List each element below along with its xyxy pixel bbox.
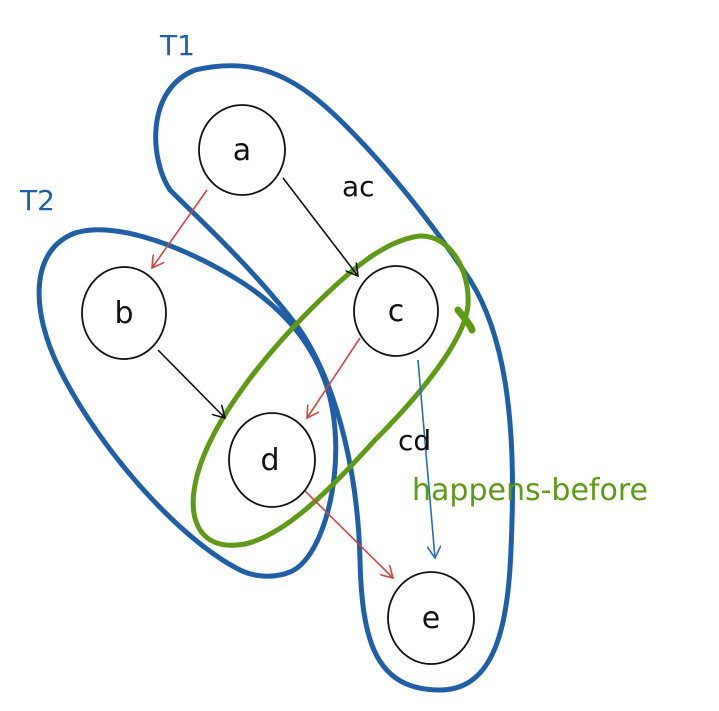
node-c: c — [353, 265, 439, 357]
node-a-label: a — [233, 133, 251, 168]
node-b: b — [81, 266, 167, 360]
edge-b-d — [157, 349, 225, 418]
thread-t2-label: T2 — [19, 184, 55, 217]
node-b-label: b — [114, 296, 133, 331]
node-e: e — [387, 571, 475, 665]
node-e-label: e — [422, 601, 440, 636]
thread-t2-boundary — [36, 227, 339, 579]
edge-a-c — [282, 177, 358, 276]
node-d: d — [228, 412, 316, 508]
thread-t1-boundary — [153, 63, 515, 693]
edge-d-e — [301, 487, 393, 578]
edge-label-cd: cd — [398, 424, 431, 457]
edge-c-d — [307, 337, 361, 418]
edge-c-e — [417, 359, 435, 558]
node-c-label: c — [388, 294, 405, 329]
happens-before-label: happens-before — [412, 473, 648, 508]
happens-before-region — [190, 233, 471, 548]
node-d-label: d — [260, 443, 279, 478]
edge-label-ac: ac — [342, 170, 375, 203]
edge-a-b — [152, 189, 208, 268]
node-a: a — [198, 104, 286, 196]
thread-t1-label: T1 — [159, 29, 195, 62]
happens-before-region-tail — [454, 306, 476, 334]
